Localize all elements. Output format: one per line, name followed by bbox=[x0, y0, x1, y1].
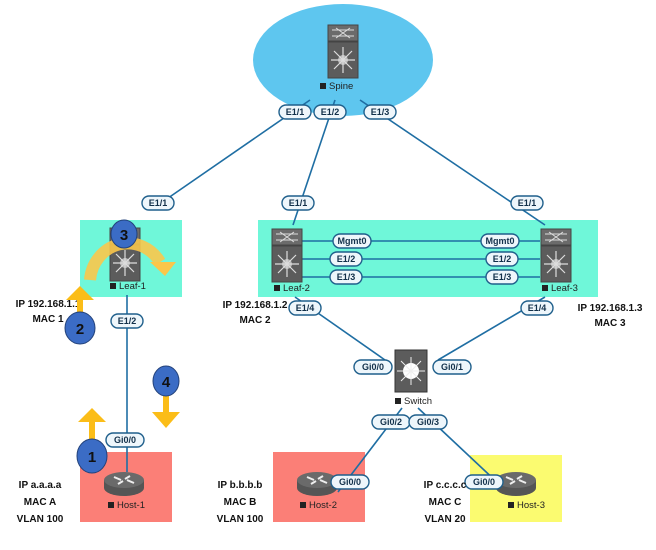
leaf3-mac: MAC 3 bbox=[594, 318, 626, 329]
step-markers: 1 2 3 4 bbox=[64, 219, 180, 474]
arrow-up-icon bbox=[66, 286, 94, 315]
port-label-host3-gi00: Gi0/0 bbox=[464, 474, 504, 490]
curved-arrow-head-icon bbox=[150, 262, 176, 276]
svg-text:E1/2: E1/2 bbox=[118, 316, 137, 326]
host1-mac: MAC A bbox=[24, 497, 56, 508]
port-label-host1-gi00: Gi0/0 bbox=[105, 432, 145, 448]
spine-label: Spine bbox=[329, 81, 353, 92]
host2-vlan: VLAN 100 bbox=[217, 514, 264, 525]
port-label-leaf2-e12: E1/2 bbox=[329, 251, 363, 267]
svg-text:2: 2 bbox=[76, 321, 84, 338]
svg-text:E1/4: E1/4 bbox=[296, 303, 315, 313]
step-4-marker: 4 bbox=[152, 365, 180, 397]
arrow-up-icon bbox=[78, 408, 106, 441]
svg-text:Gi0/3: Gi0/3 bbox=[417, 417, 439, 427]
leaf1-label: Leaf-1 bbox=[119, 281, 146, 292]
svg-text:3: 3 bbox=[120, 227, 128, 244]
port-label-sw-gi03: Gi0/3 bbox=[408, 414, 448, 430]
port-label-sw-gi00: Gi0/0 bbox=[353, 359, 393, 375]
port-label-host2-gi00: Gi0/0 bbox=[330, 474, 370, 490]
host1-ip: IP a.a.a.a bbox=[19, 480, 62, 491]
leaf1-ip: IP 192.168.1.1 bbox=[16, 299, 81, 310]
port-label-leaf2-mgmt: Mgmt0 bbox=[332, 233, 372, 249]
port-label-leaf3-mgmt: Mgmt0 bbox=[480, 233, 520, 249]
port-label-spine-e11: E1/1 bbox=[278, 104, 312, 120]
port-label-sw-gi01: Gi0/1 bbox=[432, 359, 472, 375]
switch-label: Switch bbox=[404, 396, 432, 407]
leaf3-label: Leaf-3 bbox=[551, 283, 578, 294]
svg-text:Gi0/0: Gi0/0 bbox=[114, 435, 136, 445]
svg-text:Gi0/2: Gi0/2 bbox=[380, 417, 402, 427]
port-label-leaf2-e11: E1/1 bbox=[281, 195, 315, 211]
svg-text:E1/2: E1/2 bbox=[337, 254, 356, 264]
svg-text:Gi0/0: Gi0/0 bbox=[339, 477, 361, 487]
svg-text:E1/1: E1/1 bbox=[286, 107, 305, 117]
svg-text:E1/3: E1/3 bbox=[337, 272, 356, 282]
leaf2-mac: MAC 2 bbox=[239, 315, 271, 326]
svg-text:4: 4 bbox=[162, 374, 171, 391]
host3-ip: IP c.c.c.c bbox=[424, 480, 467, 491]
host3-mac: MAC C bbox=[429, 497, 462, 508]
svg-text:Mgmt0: Mgmt0 bbox=[338, 236, 367, 246]
switch-device[interactable] bbox=[394, 349, 428, 393]
svg-text:Mgmt0: Mgmt0 bbox=[486, 236, 515, 246]
svg-text:Gi0/1: Gi0/1 bbox=[441, 362, 463, 372]
svg-text:E1/2: E1/2 bbox=[321, 107, 340, 117]
port-label-leaf1-e11: E1/1 bbox=[141, 195, 175, 211]
svg-text:E1/1: E1/1 bbox=[518, 198, 537, 208]
port-label-leaf3-e12: E1/2 bbox=[485, 251, 519, 267]
svg-text:E1/1: E1/1 bbox=[149, 198, 168, 208]
port-label-leaf2-e13: E1/3 bbox=[329, 269, 363, 285]
svg-text:1: 1 bbox=[88, 449, 96, 466]
port-label-leaf3-e11: E1/1 bbox=[510, 195, 544, 211]
port-label-leaf1-e12: E1/2 bbox=[110, 313, 144, 329]
svg-text:E1/2: E1/2 bbox=[493, 254, 512, 264]
step-2-marker: 2 bbox=[64, 311, 96, 345]
host1-label: Host-1 bbox=[117, 500, 145, 511]
svg-text:E1/4: E1/4 bbox=[528, 303, 547, 313]
port-label-leaf3-e14: E1/4 bbox=[520, 300, 554, 316]
svg-text:Gi0/0: Gi0/0 bbox=[362, 362, 384, 372]
port-label-sw-gi02: Gi0/2 bbox=[371, 414, 411, 430]
host3-label: Host-3 bbox=[517, 500, 545, 511]
port-label-spine-e12: E1/2 bbox=[313, 104, 347, 120]
host1-vlan: VLAN 100 bbox=[17, 514, 64, 525]
leaf2-ip: IP 192.168.1.2 bbox=[223, 300, 288, 311]
port-label-leaf3-e13: E1/3 bbox=[485, 269, 519, 285]
leaf2-device[interactable] bbox=[271, 228, 303, 283]
arrow-down-icon bbox=[152, 392, 180, 428]
port-label-spine-e13: E1/3 bbox=[363, 104, 397, 120]
svg-text:E1/3: E1/3 bbox=[493, 272, 512, 282]
spine-device[interactable] bbox=[327, 24, 359, 79]
host3-vlan: VLAN 20 bbox=[424, 514, 466, 525]
leaf2-label: Leaf-2 bbox=[283, 283, 310, 294]
host2-ip: IP b.b.b.b bbox=[218, 480, 263, 491]
leaf1-mac: MAC 1 bbox=[32, 314, 64, 325]
step-1-marker: 1 bbox=[76, 438, 108, 474]
leaf3-device[interactable] bbox=[540, 228, 572, 283]
svg-text:E1/1: E1/1 bbox=[289, 198, 308, 208]
info-labels: IP 192.168.1.1 MAC 1 IP 192.168.1.2 MAC … bbox=[16, 299, 643, 525]
svg-text:E1/3: E1/3 bbox=[371, 107, 390, 117]
host1-router[interactable] bbox=[103, 471, 145, 497]
host2-label: Host-2 bbox=[309, 500, 337, 511]
host2-mac: MAC B bbox=[224, 497, 257, 508]
step-3-marker: 3 bbox=[110, 219, 138, 249]
svg-text:Gi0/0: Gi0/0 bbox=[473, 477, 495, 487]
leaf3-ip: IP 192.168.1.3 bbox=[578, 303, 643, 314]
port-label-leaf2-e14: E1/4 bbox=[288, 300, 322, 316]
